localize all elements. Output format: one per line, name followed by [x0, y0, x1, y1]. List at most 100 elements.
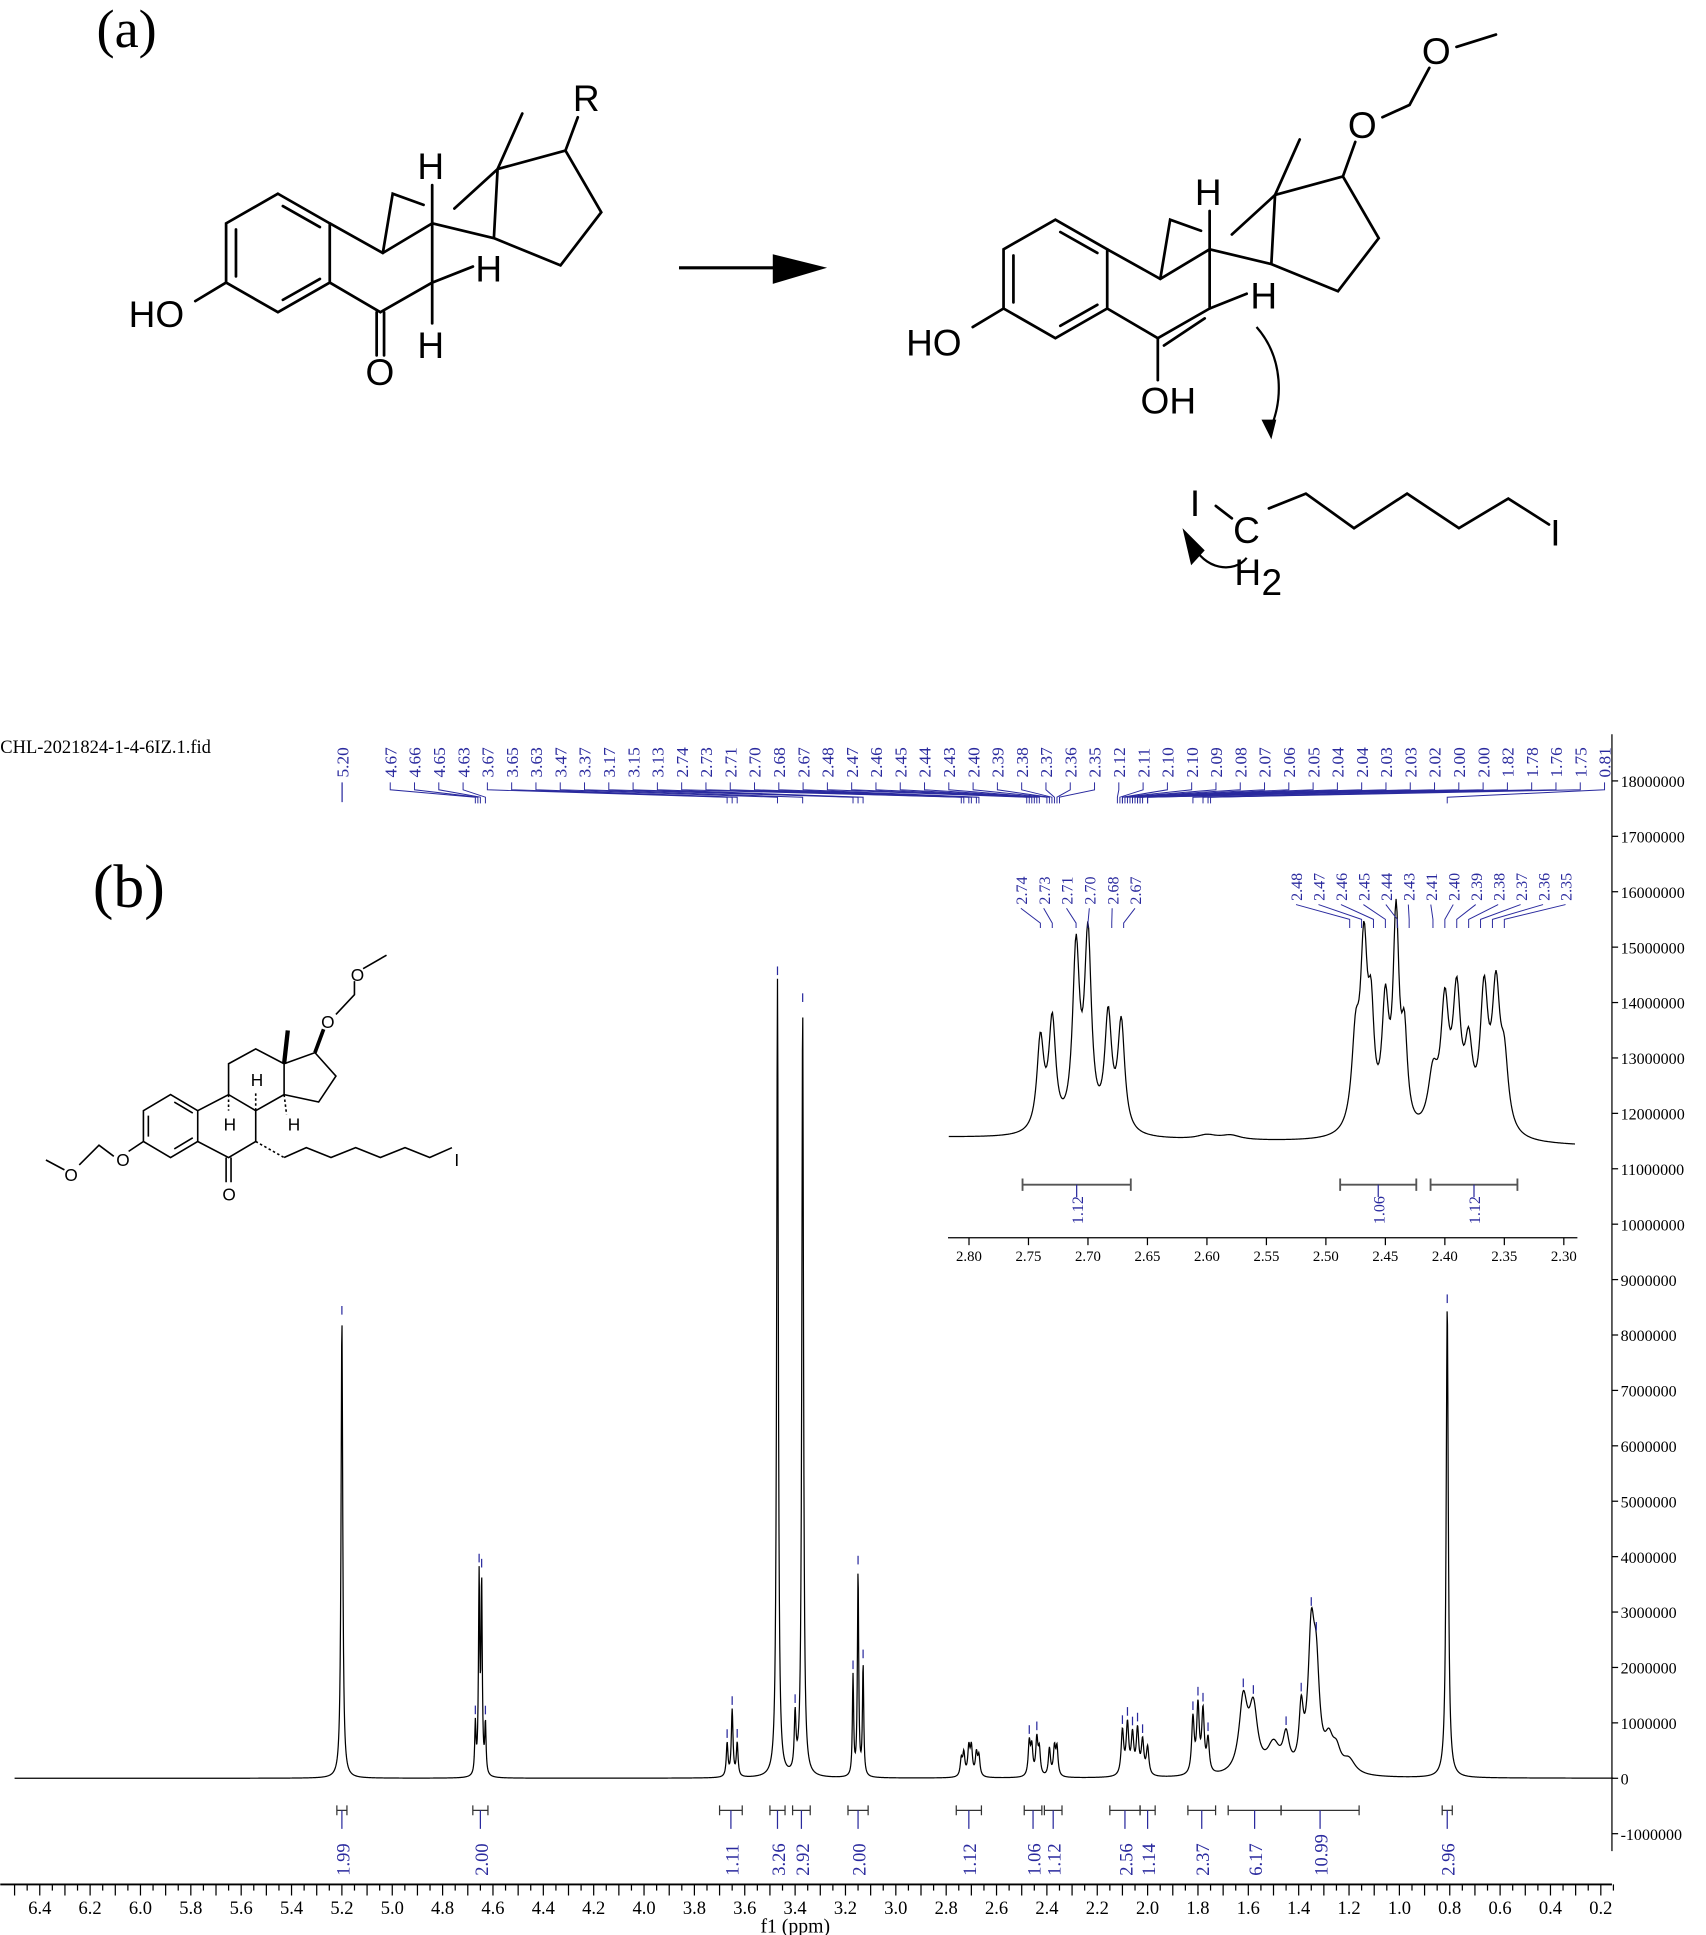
- oxygen-label: O: [64, 1165, 77, 1185]
- inset-x-tick-label: 2.80: [956, 1249, 982, 1265]
- y-tick-label: 13000000: [1621, 1051, 1685, 1068]
- peak-label: 2.44: [916, 747, 935, 778]
- product-structure: HO OH H H O O: [906, 30, 1498, 440]
- peak-label: 2.00: [473, 1843, 493, 1875]
- peak-label: 2.67: [794, 747, 813, 778]
- peak-label: 2.06: [1280, 747, 1299, 778]
- peak-label: 2.39: [989, 747, 1008, 777]
- peak-label: 2.02: [1426, 747, 1445, 777]
- inset-x-tick-label: 2.45: [1372, 1249, 1398, 1265]
- peak-label: 2.09: [1207, 747, 1226, 777]
- reaction-arrow: [678, 254, 828, 284]
- y-tick-label: 7000000: [1621, 1384, 1677, 1401]
- x-tick-label: 3.2: [834, 1899, 857, 1919]
- peak-label: 2.37: [1514, 873, 1531, 901]
- peak-marker: [656, 782, 864, 804]
- peak-label: 2.37: [1037, 747, 1056, 778]
- peak-label: 2.46: [1334, 873, 1351, 901]
- x-tick-label: 2.4: [1035, 1899, 1058, 1919]
- inset-x-tick-label: 2.55: [1253, 1249, 1279, 1265]
- y-tick-label: 1000000: [1621, 1716, 1677, 1733]
- peak-label: 2.36: [1536, 873, 1553, 901]
- peak-marker: [996, 782, 1050, 804]
- peak-marker: [851, 782, 1030, 804]
- peak-label: 3.17: [600, 747, 619, 778]
- hydrogen-label: H: [1234, 551, 1261, 593]
- peak-marker: [1058, 782, 1096, 804]
- peak-label: 2.04: [1353, 747, 1372, 778]
- peak-label: 1.14: [1140, 1843, 1160, 1875]
- peak-marker: [462, 782, 486, 804]
- spectrum-filename: CHL-2021824-1-4-6IZ.1.fid: [0, 738, 211, 758]
- x-tick-label: 4.6: [481, 1899, 504, 1919]
- peak-label: 2.47: [843, 747, 862, 778]
- x-tick-label: 1.6: [1237, 1899, 1260, 1919]
- h-label: H: [1250, 275, 1277, 317]
- peak-marker: [584, 782, 804, 804]
- x-tick-label: 2.6: [985, 1899, 1008, 1919]
- peak-label: 2.10: [1159, 747, 1178, 777]
- peak-marker: [1444, 904, 1454, 929]
- peak-marker: [1147, 782, 1484, 804]
- peak-marker: [1503, 904, 1566, 929]
- peak-label: 2.35: [1086, 747, 1105, 777]
- peak-marker: [802, 782, 980, 804]
- peak-label: 2.39: [1469, 873, 1486, 901]
- h-label: H: [224, 1114, 236, 1134]
- iodine-label: I: [1550, 511, 1560, 553]
- peak-marker: [1210, 782, 1581, 804]
- peak-marker: [924, 782, 1038, 804]
- h-label: H: [417, 324, 444, 366]
- peak-label: 2.36: [1061, 747, 1080, 778]
- y-tick-label: 15000000: [1621, 940, 1685, 957]
- peak-marker: [389, 782, 476, 804]
- peak-label: 2.43: [1401, 873, 1418, 901]
- peak-label: 1.99: [334, 1843, 354, 1875]
- peak-marker: [438, 782, 481, 804]
- x-tick-label: 4.4: [532, 1899, 555, 1919]
- x-tick-label: 2.2: [1086, 1899, 1109, 1919]
- x-tick-label: 2.8: [935, 1899, 958, 1919]
- peak-marker: [535, 782, 738, 804]
- peak-label: 2.48: [1289, 873, 1306, 901]
- x-tick-label: 5.6: [230, 1899, 253, 1919]
- peak-label: 2.00: [1474, 747, 1493, 777]
- peak-marker: [559, 782, 778, 804]
- peak-label: 2.71: [721, 747, 740, 777]
- peak-label: 3.15: [624, 747, 643, 777]
- peak-label: 2.35: [1559, 873, 1576, 901]
- peak-label: 1.06: [1371, 1196, 1388, 1224]
- peak-label: 2.47: [1312, 873, 1329, 901]
- y-tick-label: -1000000: [1621, 1827, 1682, 1844]
- peak-label: 3.67: [479, 747, 498, 778]
- peak-label: 6.17: [1247, 1843, 1267, 1875]
- peak-label: 3.13: [649, 747, 668, 777]
- peak-label: 2.92: [794, 1843, 814, 1875]
- inset-x-tick-label: 2.50: [1313, 1249, 1339, 1265]
- spectrum-line: [14, 978, 1614, 1779]
- peak-label: 2.73: [697, 747, 716, 777]
- peak-label: 4.65: [430, 747, 449, 777]
- peak-label: 1.12: [1046, 1843, 1066, 1875]
- ether-oxygen-label: O: [1348, 104, 1377, 146]
- peak-marker: [511, 782, 733, 804]
- peak-label: 2.68: [770, 747, 789, 777]
- y-tick-label: 5000000: [1621, 1494, 1677, 1511]
- peak-marker: [1121, 782, 1193, 804]
- nmr-spectrum-chart: -100000001000000200000030000004000000500…: [0, 734, 1685, 1919]
- peak-marker: [1066, 907, 1077, 929]
- diiodohexane-reagent: I C H 2 I: [1182, 482, 1561, 603]
- peak-label: 2.37: [1194, 1843, 1214, 1875]
- peak-label: 2.74: [673, 747, 692, 778]
- oxygen-label: O: [351, 965, 364, 985]
- peak-label: 2.96: [1440, 1843, 1460, 1875]
- y-tick-label: 18000000: [1621, 774, 1685, 791]
- y-tick-label: 10000000: [1621, 1217, 1685, 1234]
- peak-label: 2.00: [1450, 747, 1469, 777]
- x-tick-label: 5.2: [330, 1899, 353, 1919]
- y-tick-label: 11000000: [1621, 1162, 1685, 1179]
- hydroxyl-label: HO: [906, 321, 962, 363]
- peak-label: 1.11: [723, 1844, 743, 1876]
- peak-marker: [778, 782, 977, 804]
- peak-marker: [948, 782, 1040, 804]
